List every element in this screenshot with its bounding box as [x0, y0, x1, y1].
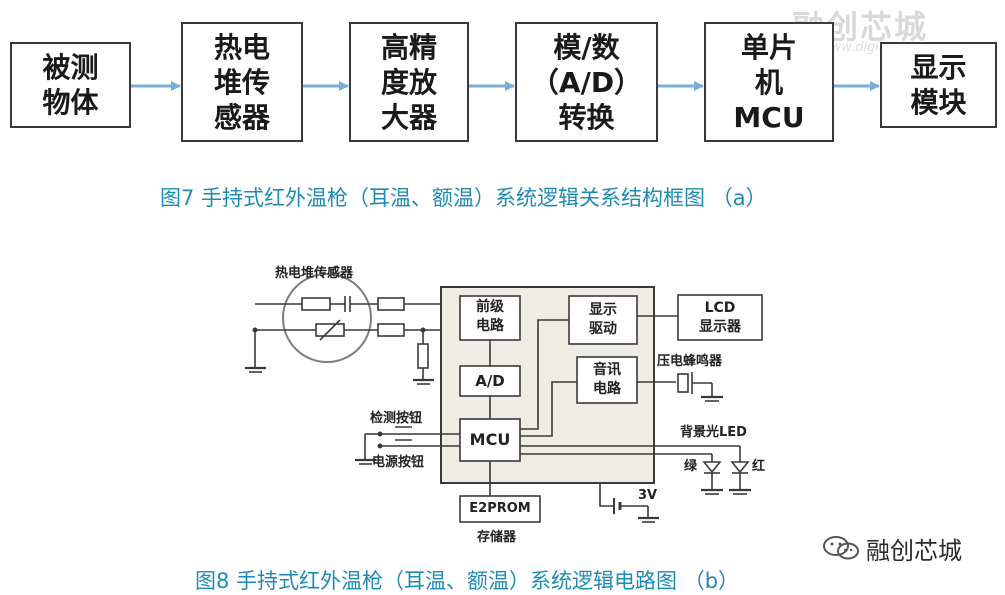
box-measured-object: 被测 物体: [10, 42, 131, 128]
block-audio: [576, 356, 638, 404]
caption-figure-8: 图8 手持式红外温枪（耳温、额温）系统逻辑电路图 （b）: [195, 569, 740, 593]
sensor-resistor: [301, 297, 331, 311]
label-power-button: 电源按钮: [372, 455, 425, 470]
caption-figure-7: 图7 手持式红外温枪（耳温、额温）系统逻辑关系结构框图 （a）: [160, 186, 767, 210]
label-backlight-led: 背景光LED: [680, 425, 747, 440]
label-green: 绿: [684, 459, 698, 474]
box-mcu: 单片 机 MCU: [704, 22, 834, 142]
box-display-module: 显示 模块: [880, 42, 997, 128]
label-storage: 存储器: [477, 530, 517, 545]
piezo-buzzer: [677, 373, 689, 393]
label-thermopile-sensor: 热电堆传感器: [275, 266, 354, 281]
box-thermopile-sensor: 热电 堆传 感器: [181, 22, 303, 142]
label-piezo-buzzer: 压电蜂鸣器: [657, 354, 723, 369]
wechat-account-name: 融创芯城: [866, 537, 962, 565]
block-preamp: [459, 295, 521, 341]
label-mcu: MCU: [469, 430, 511, 449]
diagram-a-arrows: [131, 81, 880, 91]
thermopile-sensor-circle: [282, 273, 372, 363]
external-resistor-2: [377, 323, 405, 337]
wechat-icon: [823, 536, 859, 560]
label-red: 红: [752, 459, 766, 474]
lcd-display-box: [677, 294, 763, 341]
led-green: [702, 461, 722, 474]
label-detect-button: 检测按钮: [370, 411, 423, 426]
box-ad-converter: 模/数 （A/D） 转换: [515, 22, 658, 142]
block-mcu: [459, 418, 521, 462]
label-audio-circuit: 音讯 电路: [593, 362, 621, 397]
label-lcd: LCD 显示器: [699, 300, 741, 335]
label-preamp: 前级 电路: [476, 299, 504, 334]
eeprom-box: [459, 495, 541, 523]
label-3v: 3V: [638, 488, 658, 503]
label-ad: A/D: [475, 372, 505, 390]
pulldown-resistor: [417, 343, 429, 369]
external-resistor-1: [377, 297, 405, 311]
box-precision-amplifier: 高精 度放 大器: [349, 22, 469, 142]
block-display-driver: [568, 295, 638, 345]
label-display-driver: 显示 驱动: [589, 302, 617, 337]
label-eeprom: E2PROM: [469, 501, 531, 516]
led-red: [730, 461, 750, 474]
